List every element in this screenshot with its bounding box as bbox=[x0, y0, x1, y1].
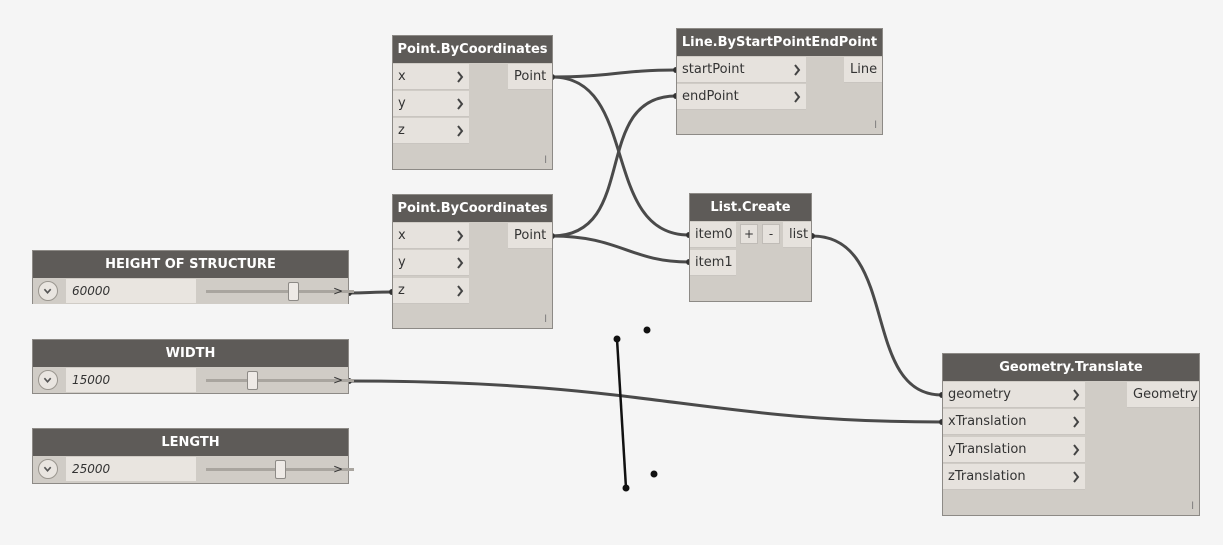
slider-title[interactable]: HEIGHT OF STRUCTURE bbox=[33, 251, 348, 278]
slider-title[interactable]: LENGTH bbox=[33, 429, 348, 456]
chevron-down-icon bbox=[43, 466, 52, 473]
chevron-right-icon bbox=[1073, 471, 1080, 483]
wire-width-xtranslation bbox=[348, 379, 943, 424]
input-port-xtranslation[interactable]: xTranslation bbox=[943, 409, 1085, 435]
input-port-ytranslation[interactable]: yTranslation bbox=[943, 437, 1085, 463]
chevron-down-icon bbox=[43, 288, 52, 295]
lacing-indicator: l bbox=[544, 314, 547, 325]
node-geometry-translate[interactable]: Geometry.Translate geometry xTranslation… bbox=[942, 353, 1200, 516]
wire-list-geometry bbox=[811, 234, 943, 397]
input-port-item0[interactable]: item0 bbox=[690, 222, 736, 248]
chevron-right-icon bbox=[457, 230, 464, 242]
remove-input-button[interactable]: - bbox=[762, 224, 780, 244]
chevron-right-icon bbox=[1073, 444, 1080, 456]
wire-point1-startpoint bbox=[551, 68, 677, 79]
input-port-y[interactable]: y bbox=[393, 250, 469, 276]
slider-track[interactable] bbox=[206, 290, 354, 293]
wire-point1-item0 bbox=[551, 75, 690, 237]
slider-width[interactable]: WIDTH 15000 > bbox=[32, 339, 354, 394]
lacing-indicator: l bbox=[1191, 501, 1194, 512]
output-port-number[interactable]: > bbox=[332, 373, 344, 387]
node-title[interactable]: Point.ByCoordinates bbox=[393, 36, 552, 63]
slider-thumb[interactable] bbox=[247, 371, 259, 390]
node-point-bycoordinates-1[interactable]: Point.ByCoordinates x y z Point l bbox=[392, 35, 553, 170]
input-port-x[interactable]: x bbox=[393, 223, 469, 249]
node-title[interactable]: Line.ByStartPointEndPoint bbox=[677, 29, 882, 56]
input-port-geometry[interactable]: geometry bbox=[943, 382, 1085, 408]
output-port-number[interactable]: > bbox=[332, 462, 344, 476]
output-port-geometry[interactable]: Geometry bbox=[1127, 382, 1199, 408]
expand-slider-button[interactable] bbox=[38, 370, 58, 390]
chevron-right-icon bbox=[1073, 416, 1080, 428]
input-port-ztranslation[interactable]: zTranslation bbox=[943, 464, 1085, 490]
node-line-bystartpointendpoint[interactable]: Line.ByStartPointEndPoint startPoint end… bbox=[676, 28, 883, 135]
input-port-z[interactable]: z bbox=[393, 118, 469, 144]
input-port-y[interactable]: y bbox=[393, 91, 469, 117]
chevron-down-icon bbox=[43, 377, 52, 384]
slider-thumb[interactable] bbox=[274, 460, 286, 479]
chevron-right-icon bbox=[457, 71, 464, 83]
input-port-endpoint[interactable]: endPoint bbox=[677, 84, 806, 110]
input-port-z[interactable]: z bbox=[393, 278, 469, 304]
chevron-right-icon bbox=[457, 125, 464, 137]
input-port-item1[interactable]: item1 bbox=[690, 250, 736, 276]
expand-slider-button[interactable] bbox=[38, 281, 58, 301]
wire-point2-item1 bbox=[551, 234, 690, 264]
chevron-right-icon bbox=[1073, 389, 1080, 401]
node-list-create[interactable]: List.Create item0 + - item1 list bbox=[689, 193, 812, 302]
chevron-right-icon bbox=[457, 98, 464, 110]
slider-value-field[interactable]: 25000 bbox=[66, 457, 196, 481]
output-port-point[interactable]: Point bbox=[508, 223, 552, 249]
node-title[interactable]: List.Create bbox=[690, 194, 811, 221]
output-port-point[interactable]: Point bbox=[508, 64, 552, 90]
output-port-number[interactable]: > bbox=[332, 284, 344, 298]
input-port-startpoint[interactable]: startPoint bbox=[677, 57, 806, 83]
node-title[interactable]: Geometry.Translate bbox=[943, 354, 1199, 381]
chevron-right-icon bbox=[457, 285, 464, 297]
slider-value-field[interactable]: 15000 bbox=[66, 368, 196, 392]
chevron-right-icon bbox=[794, 91, 801, 103]
chevron-right-icon bbox=[457, 257, 464, 269]
preview-geometry bbox=[613, 326, 658, 492]
output-port-line[interactable]: Line bbox=[844, 57, 882, 83]
expand-slider-button[interactable] bbox=[38, 459, 58, 479]
add-input-button[interactable]: + bbox=[740, 224, 758, 244]
slider-height-of-structure[interactable]: HEIGHT OF STRUCTURE 60000 > bbox=[32, 250, 354, 304]
slider-track[interactable] bbox=[206, 379, 354, 382]
chevron-right-icon bbox=[794, 64, 801, 76]
slider-title[interactable]: WIDTH bbox=[33, 340, 348, 367]
lacing-indicator: l bbox=[874, 120, 877, 131]
slider-length[interactable]: LENGTH 25000 > bbox=[32, 428, 354, 484]
wire-height-z bbox=[348, 290, 393, 295]
node-point-bycoordinates-2[interactable]: Point.ByCoordinates x y z Point l bbox=[392, 194, 553, 329]
output-port-list[interactable]: list bbox=[783, 222, 811, 248]
slider-value-field[interactable]: 60000 bbox=[66, 279, 196, 303]
node-title[interactable]: Point.ByCoordinates bbox=[393, 195, 552, 222]
slider-thumb[interactable] bbox=[288, 282, 300, 301]
input-port-x[interactable]: x bbox=[393, 64, 469, 90]
lacing-indicator: l bbox=[544, 155, 547, 166]
wire-point2-endpoint bbox=[551, 94, 677, 238]
